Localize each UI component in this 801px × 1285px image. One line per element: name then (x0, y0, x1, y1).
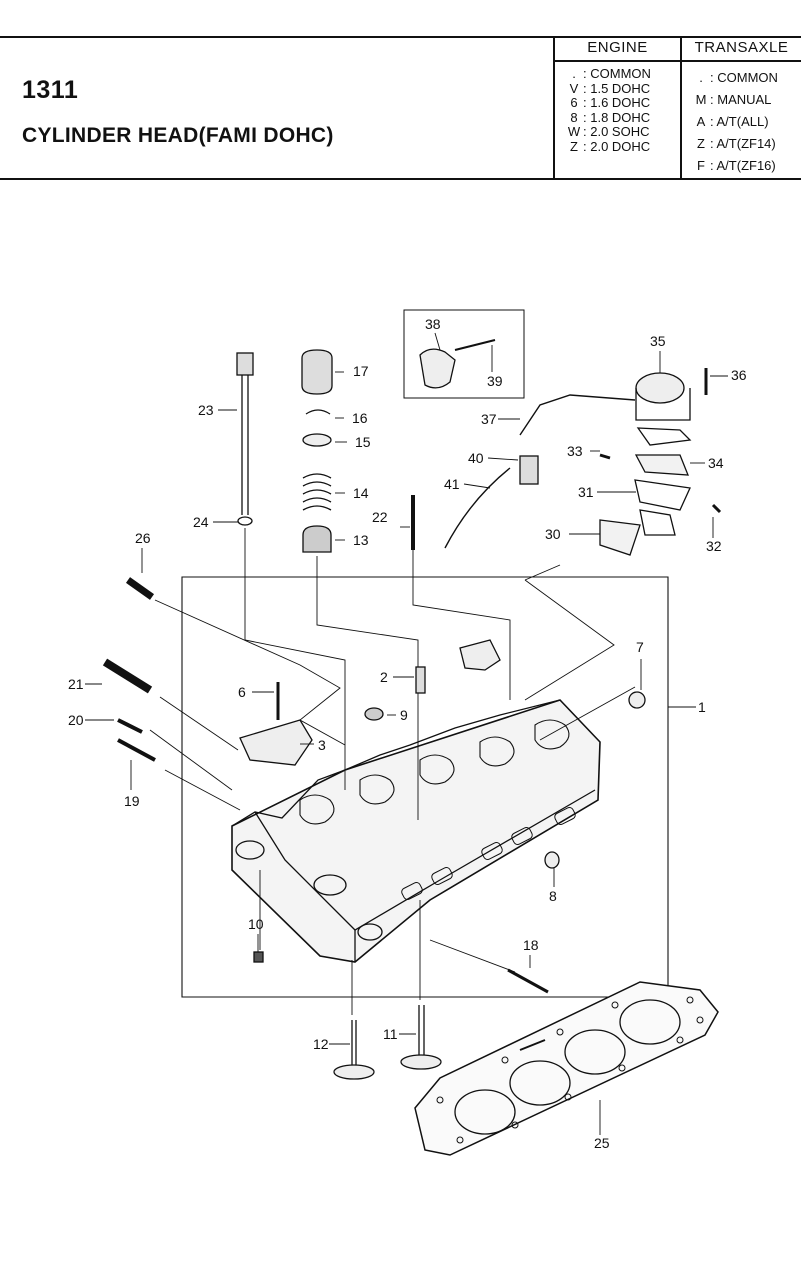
callout-11: 11 (383, 1026, 398, 1042)
engine-code-row: V: 1.5 DOHC (569, 80, 651, 96)
callout-35: 35 (650, 333, 666, 349)
callout-24: 24 (193, 514, 209, 530)
head-bolt (236, 352, 254, 526)
header-block: 1311 CYLINDER HEAD(FAMI DOHC) ENGINE TRA… (0, 36, 801, 180)
transaxle-heading: TRANSAXLE (694, 39, 789, 56)
callout-30: 30 (545, 526, 561, 542)
legend-heading-rule (553, 60, 801, 62)
callout-leaders (85, 332, 728, 1135)
callout-40: 40 (468, 450, 484, 466)
transaxle-code-list: .: COMMON M: MANUAL A: A/T(ALL) Z: A/T(Z… (692, 67, 778, 177)
callout-31: 31 (578, 484, 594, 500)
engine-column-divider (553, 36, 555, 180)
callout-41: 41 (444, 476, 460, 492)
callout-34: 34 (708, 455, 724, 471)
egr-valve-assembly (403, 309, 722, 556)
bushing-8 (544, 851, 560, 869)
transaxle-code-row: .: COMMON (699, 70, 778, 85)
callout-9: 9 (400, 707, 408, 723)
callout-23: 23 (198, 402, 214, 418)
explode-leader-lines (149, 528, 696, 1015)
callout-32: 32 (706, 538, 722, 554)
callout-10: 10 (248, 916, 264, 932)
header-bottom-rule (0, 178, 801, 180)
transaxle-code-row: Z: A/T(ZF14) (697, 136, 776, 151)
sensor-20 (117, 718, 143, 734)
head-gasket (414, 981, 719, 1156)
callout-22: 22 (372, 509, 388, 525)
stud-19 (117, 738, 156, 762)
callout-7: 7 (636, 639, 644, 655)
callout-36: 36 (731, 367, 747, 383)
callout-37: 37 (481, 411, 497, 427)
callout-16: 16 (352, 410, 368, 426)
callout-33: 33 (567, 443, 583, 459)
engine-code-row: Z: 2.0 DOHC (570, 138, 651, 154)
callout-14: 14 (353, 485, 369, 501)
callout-15: 15 (355, 434, 371, 450)
sheet-title: CYLINDER HEAD(FAMI DOHC) (22, 124, 334, 147)
engine-code-row: .: COMMON (572, 66, 651, 81)
callout-18: 18 (523, 937, 539, 953)
dowel-2 (415, 666, 426, 694)
part-callouts: 1 2 3 6 7 8 9 10 11 12 13 14 15 16 17 18… (68, 316, 747, 1151)
sensor-21 (102, 658, 153, 694)
engine-code-row: 8: 1.8 DOHC (570, 109, 651, 125)
callout-19: 19 (124, 793, 140, 809)
callout-3: 3 (318, 737, 326, 753)
seal-9 (364, 707, 384, 721)
callout-21: 21 (68, 676, 84, 692)
callout-26: 26 (135, 530, 151, 546)
part-26 (125, 577, 155, 600)
engine-code-row: W: 2.0 SOHC (567, 124, 650, 140)
callout-6: 6 (238, 684, 246, 700)
camshaft-cap (239, 639, 501, 766)
transaxle-code-row: M: MANUAL (695, 92, 772, 107)
callout-20: 20 (68, 712, 84, 728)
callout-8: 8 (549, 888, 557, 904)
header-top-rule (0, 36, 801, 38)
valve-spring-stack (301, 349, 333, 553)
callout-17: 17 (353, 363, 369, 379)
exploded-parts-diagram: 1 2 3 6 7 8 9 10 11 12 13 14 15 16 17 18… (68, 309, 747, 1156)
engine-code-row: 6: 1.6 DOHC (570, 95, 651, 111)
callout-2: 2 (380, 669, 388, 685)
transaxle-column-divider (680, 36, 682, 180)
callout-12: 12 (313, 1036, 329, 1052)
engine-heading: ENGINE (587, 39, 648, 56)
transaxle-code-row: F: A/T(ZF16) (697, 158, 776, 173)
callout-25: 25 (594, 1135, 610, 1151)
engine-code-list: .: COMMON V: 1.5 DOHC 6: 1.6 DOHC 8: 1.8… (565, 66, 651, 155)
plug-7 (628, 691, 646, 709)
plug-10 (253, 951, 264, 963)
cylinder-head-block (231, 699, 601, 963)
valve-intake (333, 1020, 375, 1080)
stud-18 (507, 968, 549, 994)
callout-13: 13 (353, 532, 369, 548)
callout-1: 1 (698, 699, 706, 715)
transaxle-code-row: A: A/T(ALL) (696, 114, 769, 129)
valve-exhaust (400, 1005, 442, 1070)
callout-39: 39 (487, 373, 503, 389)
sheet-number: 1311 (22, 76, 79, 104)
callout-38: 38 (425, 316, 441, 332)
